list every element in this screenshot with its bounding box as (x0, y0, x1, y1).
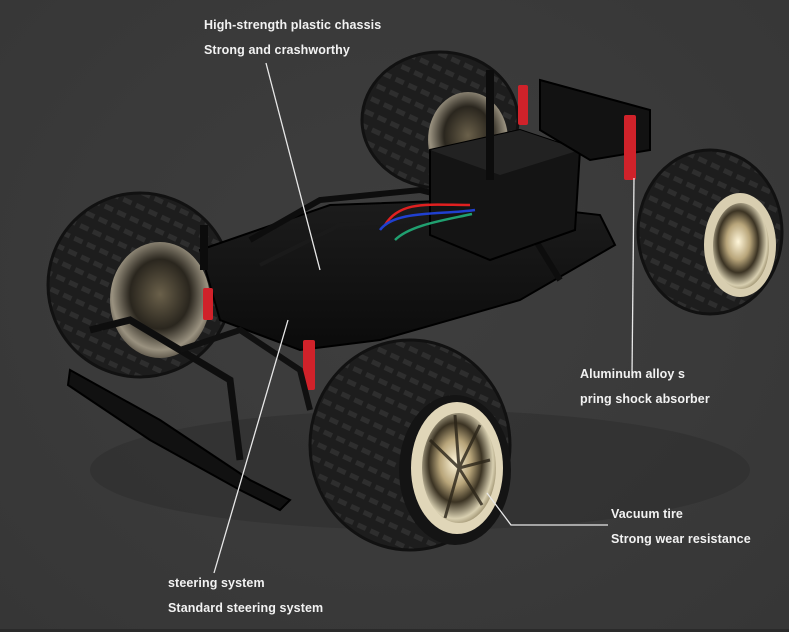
chassis-callout-title: High-strength plastic chassis (204, 18, 382, 32)
tire-callout-subtitle: Strong wear resistance (611, 532, 751, 546)
shock-callout-subtitle: pring shock absorber (580, 392, 710, 406)
front-left-wheel (46, 191, 234, 379)
shock-callout: Aluminum alloy s pring shock absorber (580, 362, 710, 412)
shock-callout-title: Aluminum alloy s (580, 367, 686, 381)
steering-callout: steering system Standard steering system (168, 571, 323, 621)
steering-callout-title: steering system (168, 576, 265, 590)
chassis-callout-subtitle: Strong and crashworthy (204, 43, 350, 57)
chassis-callout: High-strength plastic chassis Strong and… (204, 13, 381, 63)
front-right-wheel (308, 338, 512, 552)
tire-callout-title: Vacuum tire (611, 507, 683, 521)
steering-callout-subtitle: Standard steering system (168, 601, 324, 615)
tire-callout: Vacuum tire Strong wear resistance (611, 502, 751, 552)
shock-absorbers (203, 85, 636, 390)
rear-right-wheel (636, 148, 784, 316)
bottom-edge (0, 629, 789, 632)
